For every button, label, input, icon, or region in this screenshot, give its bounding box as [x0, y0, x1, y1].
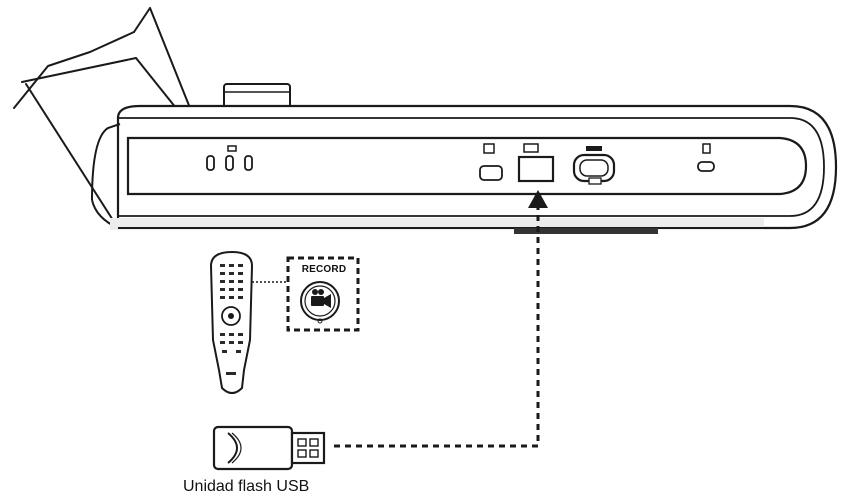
power-port: [697, 143, 715, 172]
remote-control: [209, 250, 254, 394]
record-callout: [286, 256, 360, 332]
usb-flash-drive-caption: Unidad flash USB: [183, 478, 310, 495]
camera-base: [91, 104, 838, 234]
record-button-label: RECORD: [301, 264, 347, 275]
connection-line: [334, 206, 540, 448]
indicator-lights: [206, 145, 253, 171]
top-knob: [223, 83, 291, 109]
usb-port: [517, 143, 555, 183]
usb-flash-drive: [212, 425, 326, 471]
camera-arm: [13, 7, 191, 229]
arrow-up-icon: [528, 190, 548, 208]
vga-port: [572, 146, 616, 185]
mini-usb-port: [479, 143, 503, 181]
